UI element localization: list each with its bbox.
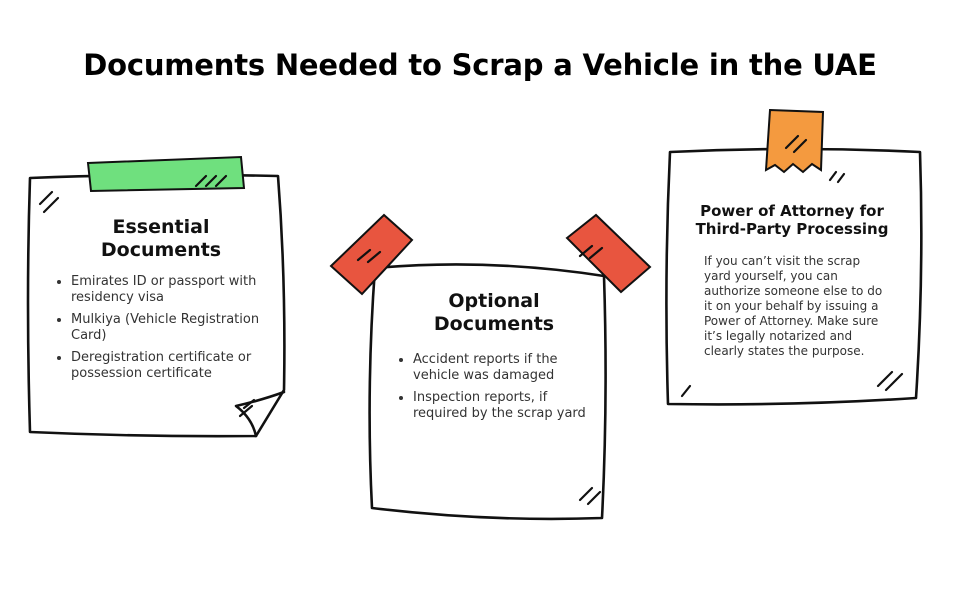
essential-heading: Essential Documents: [100, 216, 222, 261]
red-tape-right: [565, 213, 652, 294]
optional-heading: Optional Documents: [433, 290, 555, 335]
list-item: Mulkiya (Vehicle Registration Card): [71, 312, 266, 344]
optional-note-shape: [368, 263, 607, 521]
page-title: Documents Needed to Scrap a Vehicle in t…: [83, 48, 877, 82]
red-tape-left: [329, 213, 414, 296]
list-item: Deregistration certificate or possession…: [71, 350, 266, 382]
poa-note: Power of Attorney for Third-Party Proces…: [686, 202, 898, 359]
optional-note: Optional Documents Accident reports if t…: [398, 290, 590, 428]
poa-note-shape: [665, 147, 923, 406]
green-tape: [86, 155, 246, 193]
poa-paragraph: If you can’t visit the scrap yard yourse…: [704, 254, 883, 358]
list-item: Emirates ID or passport with residency v…: [71, 274, 266, 306]
doodle-marks: [38, 134, 904, 506]
poa-heading: Power of Attorney for Third-Party Proces…: [695, 202, 889, 238]
optional-list: Accident reports if the vehicle was dama…: [398, 352, 590, 422]
essential-note: Essential Documents Emirates ID or passp…: [56, 216, 266, 388]
list-item: Inspection reports, if required by the s…: [413, 390, 590, 422]
list-item: Accident reports if the vehicle was dama…: [413, 352, 590, 384]
essential-note-curl: [234, 390, 286, 438]
essential-list: Emirates ID or passport with residency v…: [56, 274, 266, 382]
